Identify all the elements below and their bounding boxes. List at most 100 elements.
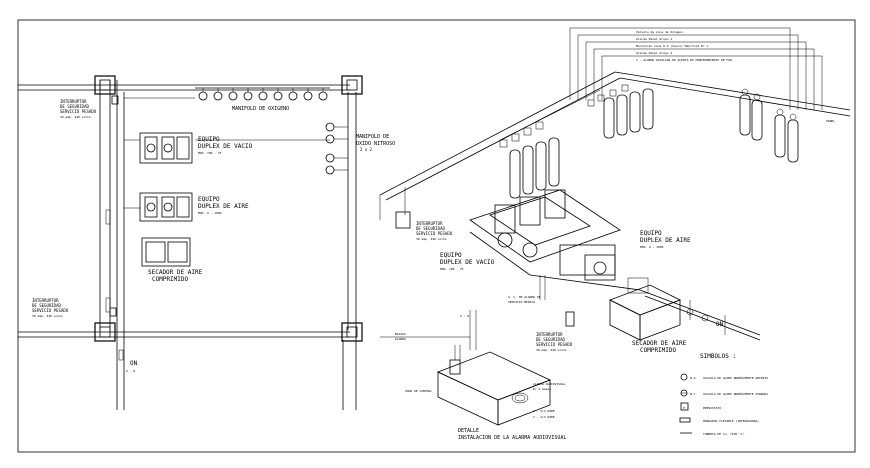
isometric-view: Válvula de zona de Oxígeno Alarma Panel … bbox=[379, 27, 851, 354]
iso-interruptor-label-2: DE SEGURIDAD bbox=[416, 226, 445, 231]
interruptor-bottom-label-2: DE SEGURIDAD bbox=[32, 303, 61, 308]
svg-text:N.C.: N.C. bbox=[690, 392, 697, 396]
plan-view: MANIFOLD DE OXIGENO MANIFOLD DE OXIDO NI… bbox=[18, 75, 395, 410]
symbol-valve-closed-label: VALVULA DE GLOBO NORMALMENTE CERRADA bbox=[703, 392, 768, 396]
svg-text:N.A.: N.A. bbox=[690, 376, 697, 380]
interruptor-top-label-1: INTERRUPTOR bbox=[60, 99, 87, 104]
nitrous-manifold bbox=[325, 122, 348, 175]
vacuum-duplex-plan bbox=[139, 132, 193, 164]
iso-vacuum-label-3: MOD. 700 - 75 bbox=[440, 267, 464, 271]
symbol-valve-open: N.A. VALVULA DE GLOBO NORMALMENTE ABIERT… bbox=[680, 373, 768, 381]
air-duplex-plan-label-1: EQUIPO bbox=[198, 196, 220, 203]
interruptor-top-box bbox=[111, 95, 119, 105]
symbols-title: SIMBOLOS : bbox=[700, 353, 736, 360]
iso-header-pipes bbox=[379, 71, 851, 220]
plan-device-2 bbox=[105, 297, 111, 313]
iso-central-cylinders bbox=[499, 89, 601, 199]
iso-interruptor-label-1: INTERRUPTOR bbox=[416, 221, 443, 226]
plan-on-label: ON bbox=[130, 360, 138, 367]
iso-bajada-label-2: ALARMA bbox=[395, 337, 406, 341]
column-box-bl bbox=[94, 322, 116, 342]
symbol-copper-pipe-label: TUBERIA DE Cu. TIPO "L" bbox=[703, 432, 745, 436]
vacuum-duplex-plan-label-1: EQUIPO bbox=[198, 136, 220, 143]
detail-note-left: ZONA DE CONTROL bbox=[405, 389, 432, 393]
detail-title-2: INSTALACION DE LA ALARMA AUDIOVISUAL bbox=[458, 435, 566, 441]
iso-legend-line-2: Alarma Panel Grupo 1 bbox=[636, 37, 672, 41]
iso-interruptor-b-label-3: SERVICIO PESADO bbox=[536, 342, 573, 347]
iso-vacuum-label-2: DUPLEX DE VACIO bbox=[440, 259, 495, 266]
sheet-border bbox=[17, 19, 856, 453]
iso-dryer-label-1: SECADOR DE AIRE bbox=[632, 340, 687, 347]
iso-alarma-label-2: SERVICIO MEDICO bbox=[508, 300, 535, 304]
vacuum-duplex-plan-label-3: MOD. 700 - 75 bbox=[198, 151, 222, 155]
iso-side-tag: PANEL bbox=[826, 119, 835, 123]
iso-legend-line-1: Válvula de zona de Oxígeno bbox=[636, 30, 683, 34]
iso-legend-block: Válvula de zona de Oxígeno Alarma Panel … bbox=[569, 27, 823, 110]
symbol-pressure-switch: P PRESOSTATO bbox=[680, 402, 721, 411]
plan-sub-label: 2 - 8 bbox=[126, 369, 135, 373]
air-duplex-plan bbox=[139, 192, 193, 222]
iso-air-dryer bbox=[609, 277, 681, 341]
iso-interruptor-label-3: SERVICIO PESADO bbox=[416, 231, 453, 236]
column-box-tr bbox=[341, 75, 363, 95]
symbols-legend: SIMBOLOS : N.A. VALVULA DE GLOBO NORMALM… bbox=[679, 353, 768, 436]
iso-interruptor-label-4: 30 amp. 240 volts bbox=[416, 237, 447, 241]
symbol-flex-hose: MANGUERA FLEXIBLE (INTEGRADORA) bbox=[679, 417, 759, 423]
iso-air-label-3: MOD. A - 1000 bbox=[640, 245, 664, 249]
detail-title-1: DETALLE bbox=[458, 428, 479, 434]
iso-air-label-1: EQUIPO bbox=[640, 230, 662, 237]
symbol-pressure-switch-label: PRESOSTATO bbox=[703, 406, 721, 410]
iso-interruptor-b-label-2: DE SEGURIDAD bbox=[536, 337, 565, 342]
iso-legend-line-3: Monitoreo zona O-2 (Vacio) Manifold N° x bbox=[636, 44, 708, 48]
interruptor-top-label-3: SERVICIO PESADO bbox=[60, 109, 97, 114]
interruptor-top-label-4: 30 amp. 240 volts bbox=[60, 115, 91, 119]
iso-vacuum-label-1: EQUIPO bbox=[440, 252, 462, 259]
nitrous-manifold-label-1: MANIFOLD DE bbox=[356, 134, 389, 140]
iso-interruptor-box bbox=[395, 211, 411, 229]
detail-note-2: P/ 4 Gases bbox=[533, 387, 551, 391]
oxygen-manifold bbox=[195, 87, 330, 101]
iso-dryer-label-2: COMPRIMIDO bbox=[640, 347, 677, 354]
plan-device-3 bbox=[118, 349, 124, 361]
iso-legend-line-5: 1 - ALARMA AUXILIAR DE ALERTA DE MANTENI… bbox=[636, 58, 734, 62]
nitrous-manifold-label-2: OXIDO NITROSO bbox=[356, 141, 395, 147]
detail-note-4: 1 - 2/3 WIRE bbox=[533, 415, 555, 419]
iso-bajada-label-3: 2 - 8 bbox=[460, 314, 469, 318]
oxygen-manifold-label: MANIFOLD DE OXIGENO bbox=[232, 106, 289, 112]
symbol-valve-closed: N.C. VALVULA DE GLOBO NORMALMENTE CERRAD… bbox=[680, 389, 768, 397]
iso-legend-line-4: Alarma Panel Grupo 2 bbox=[636, 51, 672, 55]
iso-duplex-equipment bbox=[469, 189, 641, 291]
detail-note-3: 1 - 2/3 WIRE bbox=[533, 409, 555, 413]
detail-note-1: ALARMA AUDIOVISUAL bbox=[533, 382, 566, 386]
iso-on-label: ON bbox=[716, 321, 724, 328]
vacuum-duplex-plan-label-2: DUPLEX DE VACIO bbox=[198, 143, 253, 150]
symbol-copper-pipe: TUBERIA DE Cu. TIPO "L" bbox=[680, 432, 745, 436]
iso-air-label-2: DUPLEX DE AIRE bbox=[640, 237, 691, 244]
iso-alarma-label-1: A. C. DE ALARMA DE bbox=[508, 295, 541, 299]
column-box-tl bbox=[94, 75, 116, 95]
interruptor-bottom-box bbox=[109, 307, 117, 317]
iso-on-line bbox=[639, 289, 761, 341]
iso-oxygen-cylinders bbox=[587, 84, 654, 139]
air-duplex-plan-label-2: DUPLEX DE AIRE bbox=[198, 203, 249, 210]
iso-bajada-label-1: BAJADA bbox=[395, 332, 406, 336]
symbol-flex-hose-label: MANGUERA FLEXIBLE (INTEGRADORA) bbox=[703, 419, 759, 423]
iso-interruptor-b-box bbox=[565, 311, 575, 327]
air-dryer-plan-label-1: SECADOR DE AIRE bbox=[148, 269, 203, 276]
interruptor-top-label-2: DE SEGURIDAD bbox=[60, 104, 89, 109]
interruptor-bottom-label-1: INTERRUPTOR bbox=[32, 298, 59, 303]
iso-interruptor-b-label-1: INTERRUPTOR bbox=[536, 332, 563, 337]
plan-device-1 bbox=[105, 209, 111, 225]
iso-interruptor-b-label-4: 30 amp. 240 volts bbox=[536, 348, 567, 352]
column-box-br bbox=[341, 322, 363, 342]
nitrous-manifold-label-3: 2 x 2 bbox=[360, 147, 373, 152]
interruptor-bottom-label-4: 30 amp. 240 volts bbox=[32, 314, 63, 318]
air-dryer-plan bbox=[141, 237, 191, 267]
iso-nitrous-cylinders bbox=[739, 88, 799, 163]
svg-text:P: P bbox=[683, 406, 685, 410]
interruptor-bottom-label-3: SERVICIO PESADO bbox=[32, 308, 69, 313]
air-dryer-plan-label-2: COMPRIMIDO bbox=[152, 276, 189, 283]
alarm-detail: ZONA DE CONTROL ALARMA AUDIOVISUAL P/ 4 … bbox=[405, 345, 566, 441]
air-duplex-plan-label-3: MOD. A - 1000 bbox=[198, 211, 222, 215]
